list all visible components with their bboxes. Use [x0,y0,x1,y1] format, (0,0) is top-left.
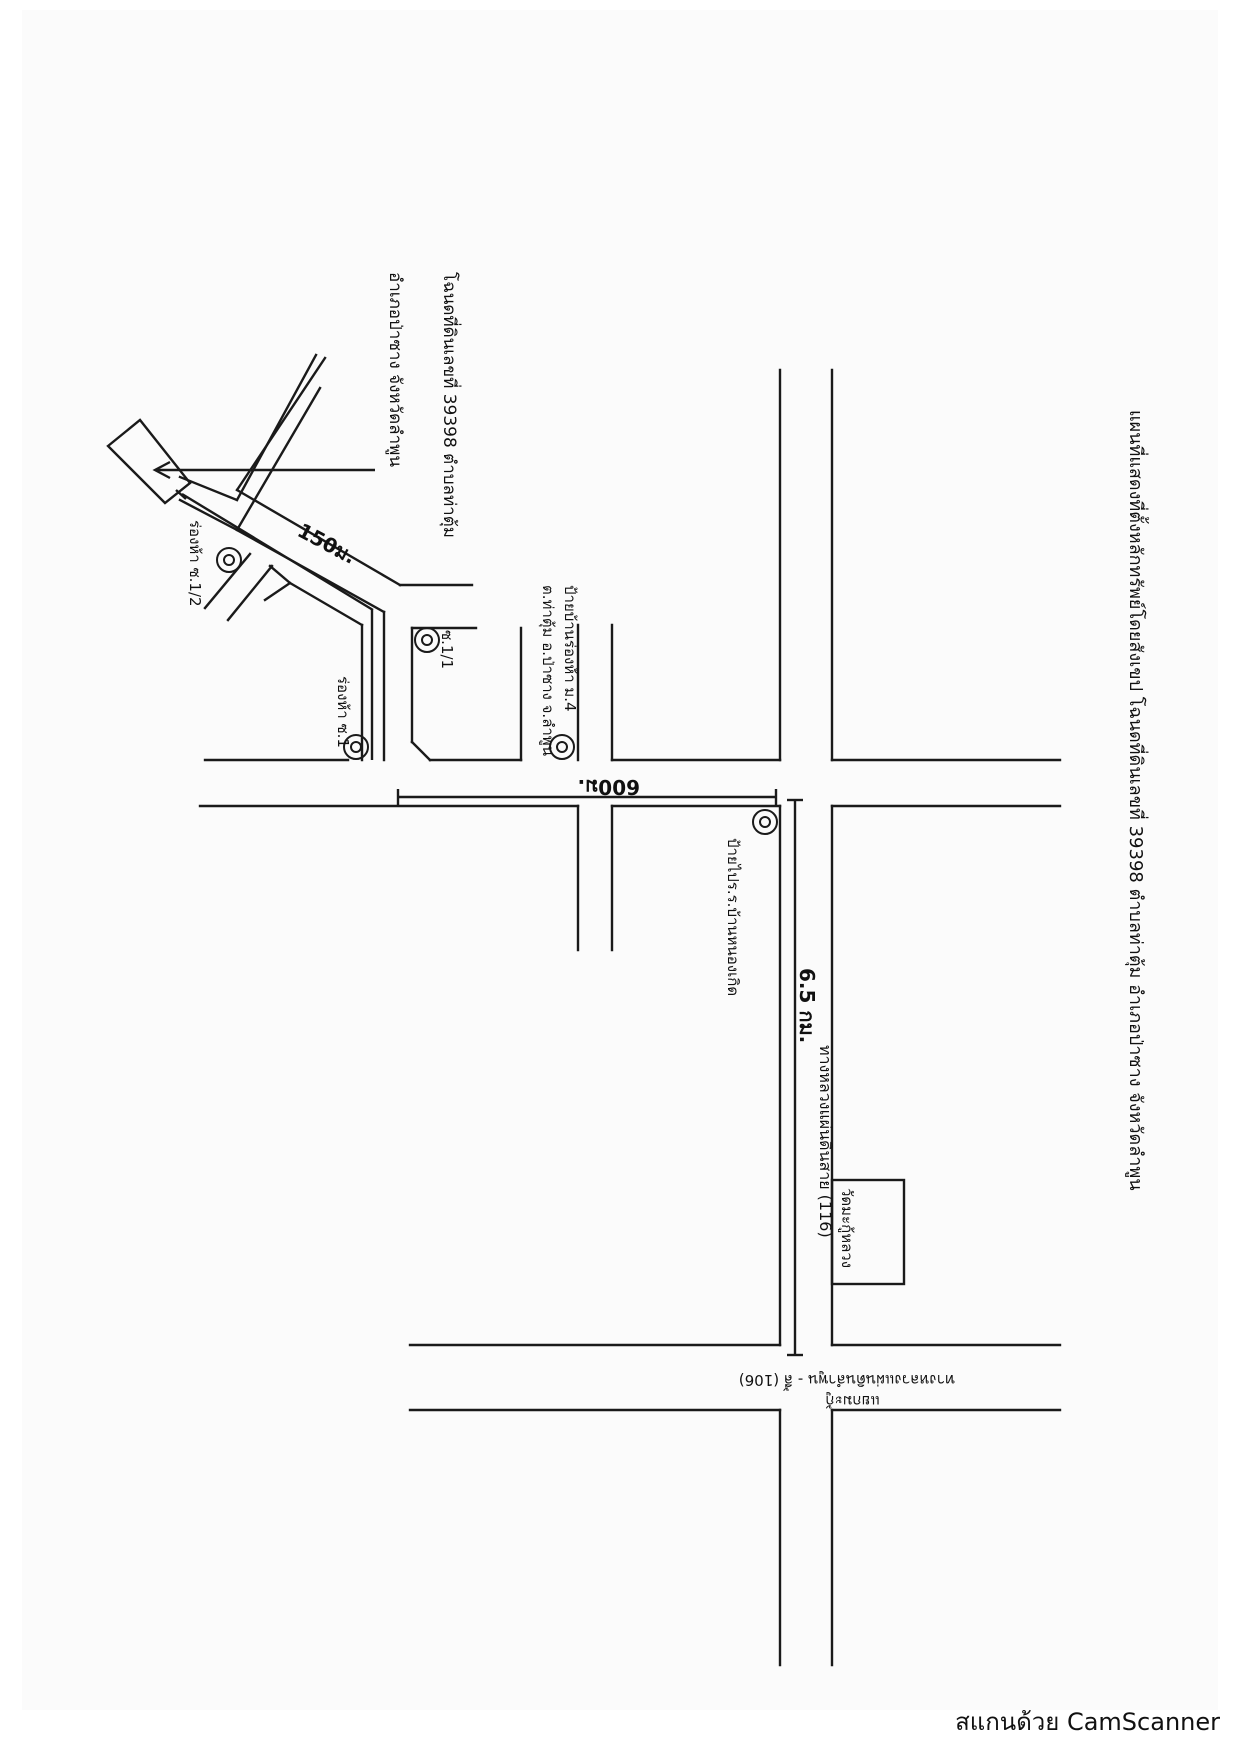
distance-markers [152,460,803,1357]
soi-1-spur-a [268,564,292,585]
road-network [106,353,1062,1667]
land-parcel [106,418,192,505]
distance-6-5km-label: 6.5 กม. [795,968,819,1043]
landmark-bus-stop-icon [752,809,778,835]
landmark-soi-1-1-icon-inner [421,634,433,646]
landmark-soi-1-2-icon [216,547,242,573]
map-title: แผนที่แสดงที่ตั้งหลักทรัพย์โดยสังเขป โฉน… [1125,410,1149,1191]
highway-106-label-line1: ทางหลวงแผ่นดินลำพูน - ลี้ (106) [739,1371,955,1391]
map-labels: แผนที่แสดงที่ตั้งหลักทรัพย์โดยสังเขป โฉน… [186,272,1149,1410]
landmark-soi-1-2-icon-inner [223,554,235,566]
landmark-soi-1-icon-inner [350,741,362,753]
soi-1-diag-lower [288,581,364,627]
soi-1-upper-branch [235,386,322,532]
soi-1-1-label: ซ.1/1 [438,630,456,669]
sign-moo4-label-line1: ป้ายบ้านร่องห้า ม.4 [561,585,579,712]
soi-1-2-spur-top [226,564,274,622]
marker-150m [181,492,374,612]
main-diag-top [235,488,402,587]
landmark-moo4-icon [549,734,575,760]
soi-1-end-bottom [178,498,239,532]
marker-150m-cap [175,489,187,500]
parcel-label-line2: อำเภอป่าซาง จังหวัดลำพูน [385,272,405,467]
bus-stop-school-label: ป้ายไปร.ร.บ้านหนองเกิด [724,838,742,996]
parcel-pointer-arrowhead [152,460,171,480]
soi-1-1-diagonal [410,740,432,762]
landmark-symbols [216,547,778,835]
soi-1-spur-b [263,581,292,602]
soi-1-upper-branch-2 [235,353,318,502]
temple-label: วัดมะกู้หลวง [838,1188,856,1268]
sign-moo4-label-line2: ต.ท่าตุ้ม อ.ป่าซาง จ.ลำพูน [538,585,557,756]
main-diag-north-edge [235,356,327,492]
landmark-soi-1-icon [343,734,369,760]
parcel-label-line1: โฉนดที่ดินเลขที่ 39398 ตำบลท่าตุ้ม [439,272,462,538]
paper [22,10,1218,1710]
soi-1-2-label: ร่องห้า ซ.1/2 [186,520,204,607]
soi-1-label: ร่องห้า ซ.1 [334,676,352,748]
highway-116-label: ทางหลวงแผ่นดินสาย (116) [816,1045,835,1238]
temple-box [830,1178,906,1286]
landmark-soi-1-1-icon [414,627,440,653]
landmark-bus-stop-icon-inner [759,816,771,828]
highway-106-label-line2: แยกมะกู้ [825,1392,880,1410]
landmark-moo4-icon-inner [556,741,568,753]
soi-1-2-spur-bottom [203,552,252,610]
camscanner-watermark: สแกนด้วย CamScanner [955,1708,1220,1736]
distance-600m-label: 600ม. [577,775,640,799]
